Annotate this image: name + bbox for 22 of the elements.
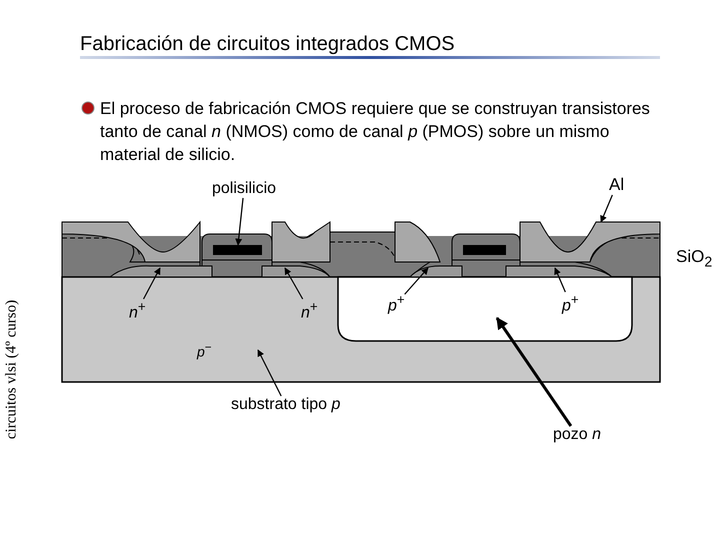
leader-line xyxy=(496,317,572,427)
part-label: pozo n xyxy=(553,426,602,444)
leader-line xyxy=(284,267,304,300)
leader-line xyxy=(235,198,244,246)
region-label: n$^{+}$ xyxy=(129,299,146,322)
part-label: substrato tipo p xyxy=(231,396,340,414)
region-label: n$^{+}$ xyxy=(301,299,318,322)
metal-layer-drawing xyxy=(62,222,660,262)
slide-title: Fabricación de circuitos integrados CMOS xyxy=(80,33,455,56)
leader-line xyxy=(404,267,428,295)
leader-line xyxy=(554,267,566,292)
region-label: p$^{+}$ xyxy=(388,292,405,316)
side-label: circuitos vlsi (4º curso) xyxy=(4,298,20,442)
region-label: p$^{+}$ xyxy=(562,292,579,316)
part-label: Al xyxy=(609,175,624,195)
leader-line xyxy=(600,194,613,223)
part-label: polisilicio xyxy=(212,180,276,198)
layer-label: SiO$_{2}$ xyxy=(676,247,712,270)
bullet-text: El proceso de fabricación CMOS requiere que se construyan transistores tanto de canal n (NMOS) como de canal p (PMOS) sobre un mismo material de silicio. xyxy=(100,98,651,166)
leader-line xyxy=(257,349,282,396)
leader-line xyxy=(143,267,161,300)
region-label: p$^{−}$ xyxy=(197,341,212,360)
